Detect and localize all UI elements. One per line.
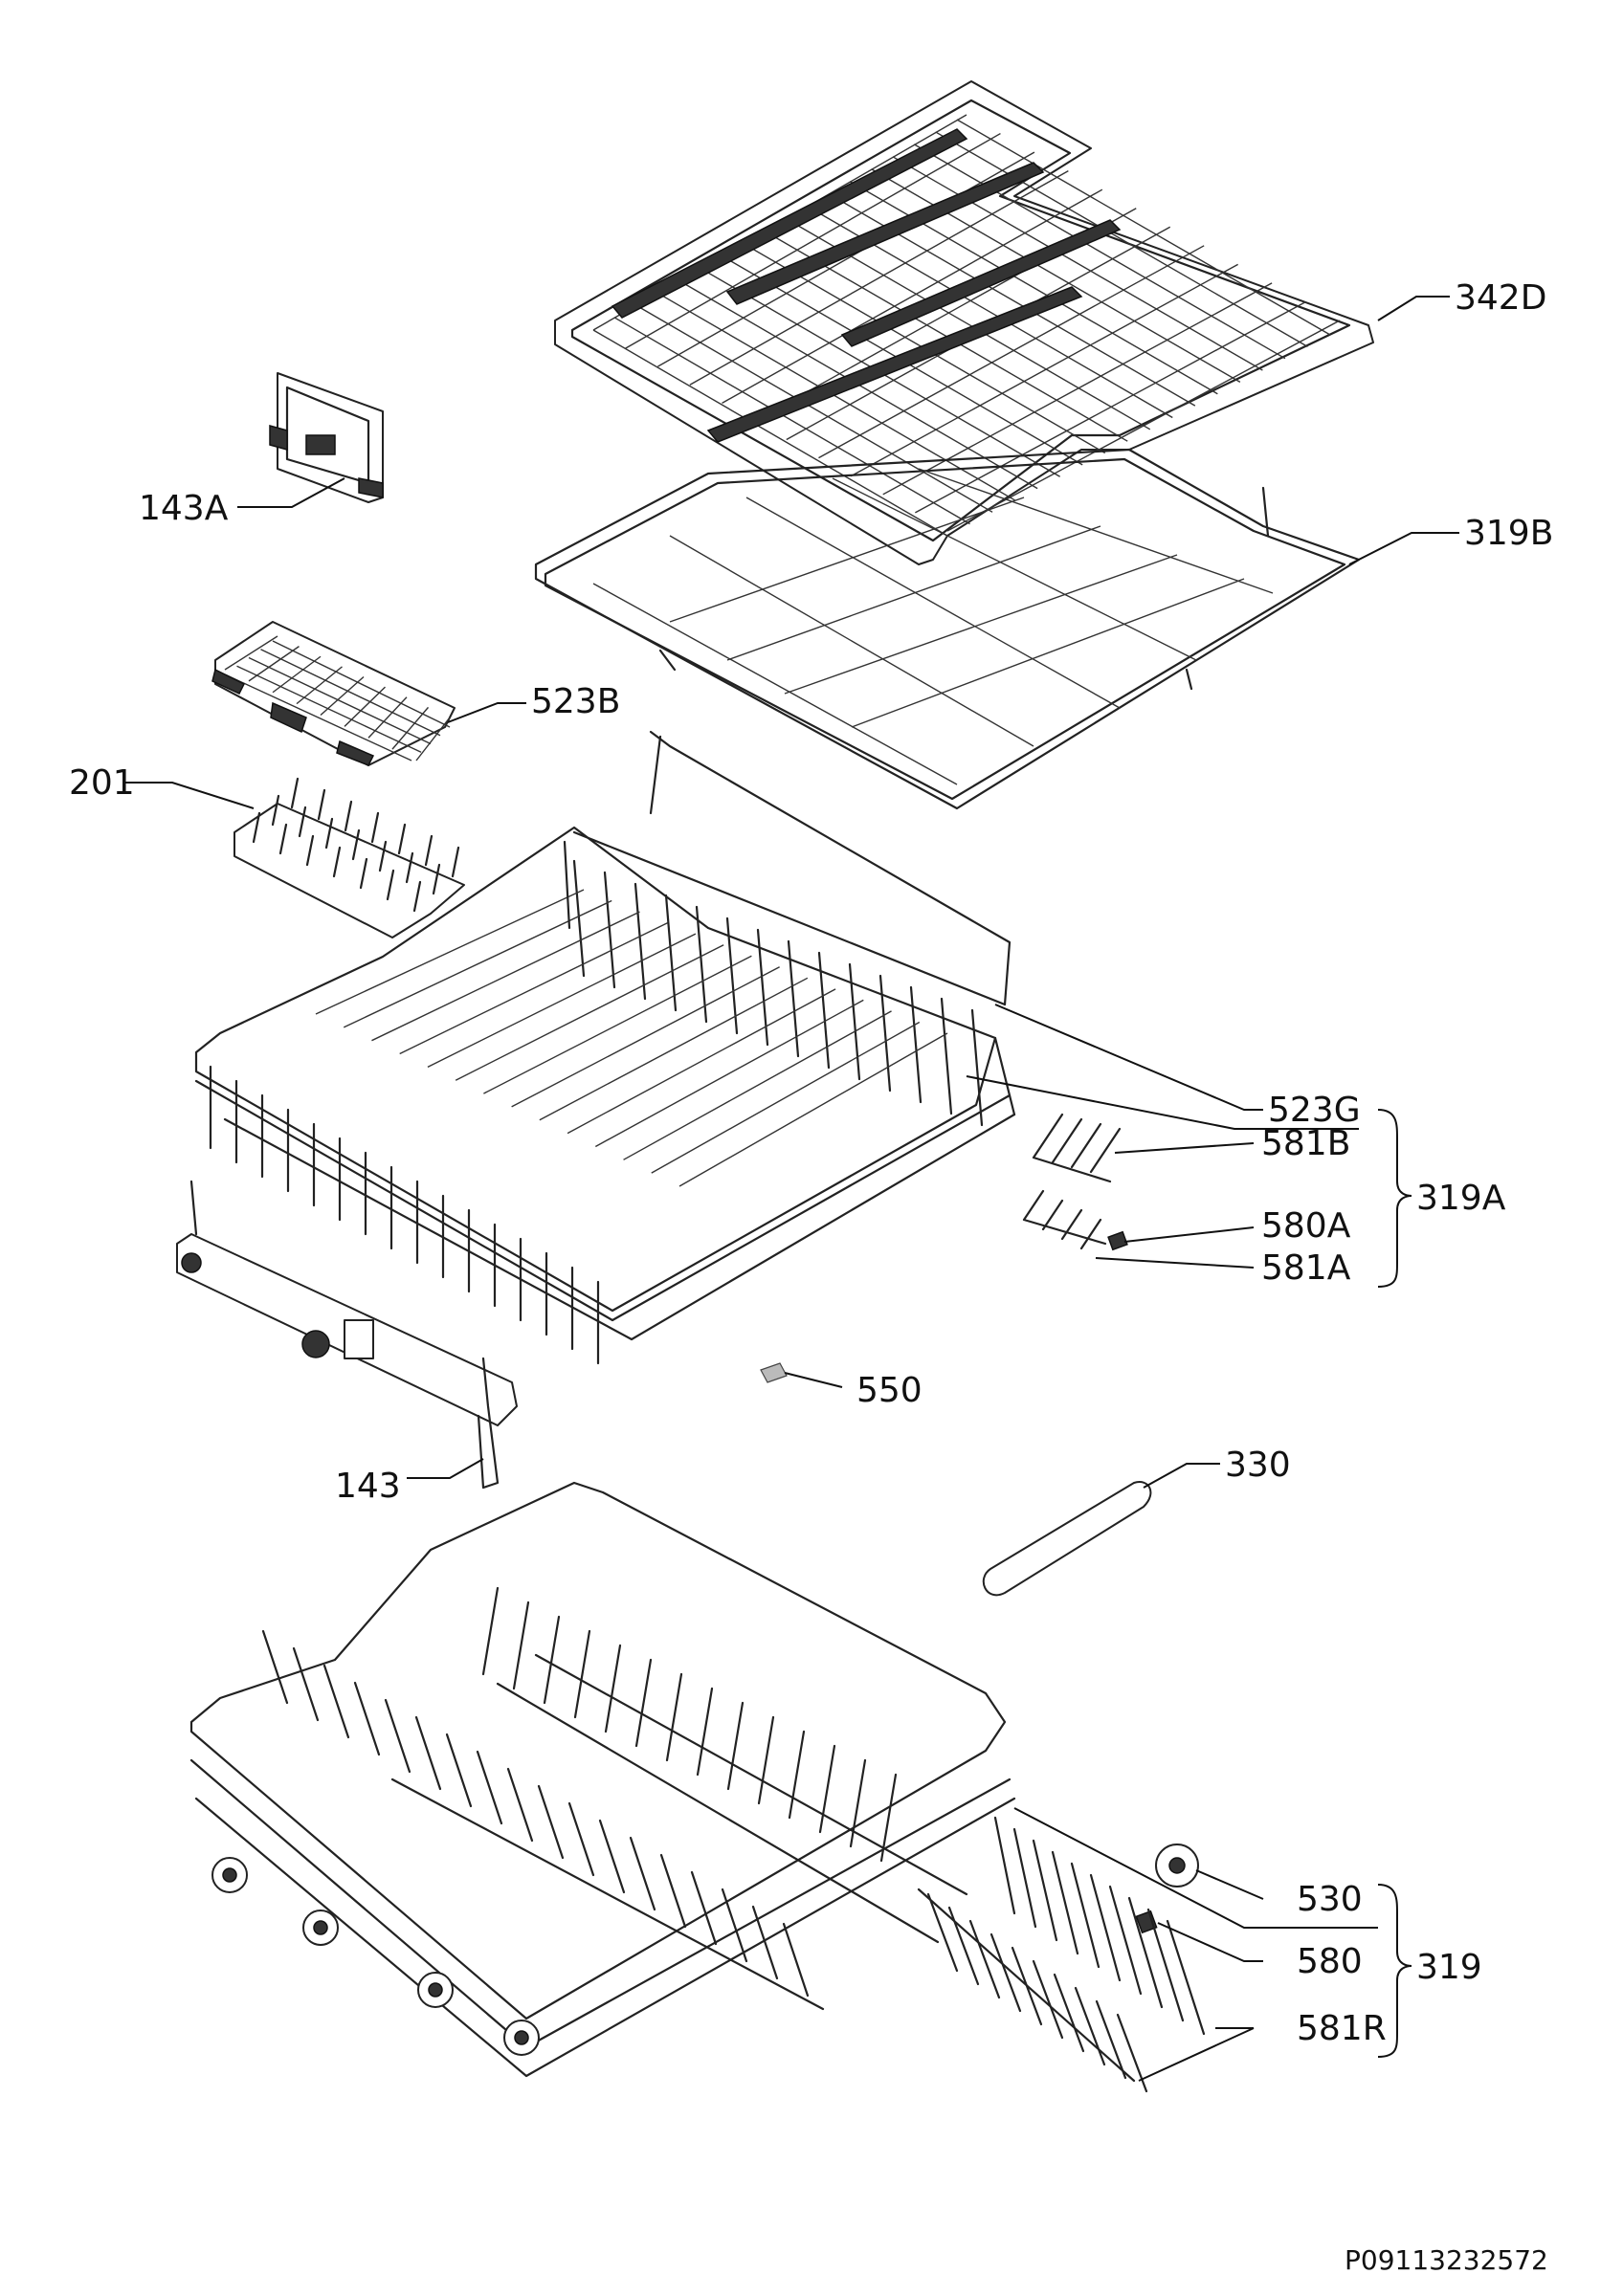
label-319B: 319B	[1464, 514, 1553, 553]
label-342D: 342D	[1455, 278, 1546, 318]
label-581B: 581B	[1261, 1124, 1350, 1163]
upper-basket-319A	[176, 730, 1016, 1490]
basket-wheels	[211, 1857, 540, 2056]
small-racks-319A	[1022, 1113, 1128, 1251]
wire-frame-319B	[534, 448, 1361, 810]
basket-tines	[261, 1586, 898, 1998]
spikes-201	[252, 777, 460, 913]
label-550: 550	[856, 1371, 923, 1410]
label-319: 319	[1416, 1948, 1482, 1987]
basket-tines	[209, 859, 984, 1365]
label-580A: 580A	[1261, 1206, 1351, 1246]
label-523G: 523G	[1268, 1091, 1361, 1130]
rack-581R	[917, 1816, 1206, 2093]
spike-rack-201	[233, 777, 465, 938]
rail-143	[176, 1180, 518, 1490]
label-530: 530	[1297, 1880, 1363, 1919]
insert-grid	[224, 635, 451, 762]
reference-number: P09113232572	[1345, 2244, 1548, 2276]
cutlery-tray-342D	[554, 80, 1374, 565]
lower-basket-319	[189, 1481, 1016, 2078]
label-581R: 581R	[1297, 2009, 1387, 2048]
part-550	[760, 1362, 788, 1383]
label-201: 201	[69, 763, 135, 803]
label-319A: 319A	[1416, 1179, 1506, 1218]
label-580: 580	[1297, 1942, 1363, 1981]
lower-small-parts	[917, 1816, 1206, 2093]
label-581A: 581A	[1261, 1248, 1351, 1288]
label-523B: 523B	[531, 682, 620, 721]
label-143: 143	[335, 1467, 401, 1506]
part-labels: 342D 143A 319B 523B 201 523G 581B 580A 5…	[69, 278, 1553, 2276]
clip-143A	[269, 372, 384, 503]
leader-lines	[124, 296, 1459, 2082]
label-330: 330	[1225, 1446, 1291, 1485]
label-143A: 143A	[139, 489, 229, 528]
insert-523B	[211, 621, 456, 766]
handle-330	[982, 1481, 1152, 1597]
